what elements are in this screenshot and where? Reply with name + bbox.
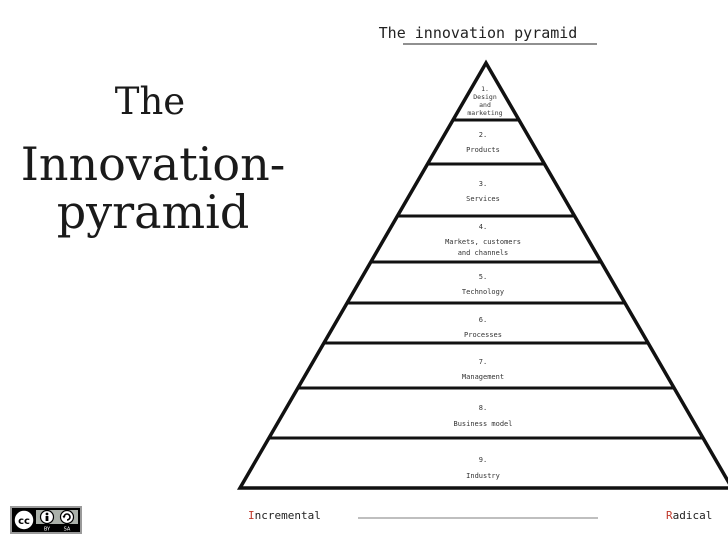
level-label-line: and channels	[458, 249, 509, 257]
level-number: 1.	[481, 85, 489, 93]
level-number: 7.	[479, 358, 487, 366]
pyramid-level-7: 7. Management	[462, 358, 504, 381]
license-by-label: BY	[44, 527, 51, 533]
sa-icon	[59, 509, 75, 525]
slide-title: Innovation- pyramid	[0, 140, 306, 236]
pyramid-level-5: 5. Technology	[462, 273, 504, 296]
level-number: 2.	[479, 131, 487, 139]
axis-incremental-initial: I	[248, 509, 255, 522]
level-label-line: marketing	[467, 109, 502, 117]
level-label-line: Products	[466, 146, 500, 154]
axis-incremental-rest: ncremental	[255, 509, 321, 522]
slide-title-line1: The	[114, 80, 186, 123]
slide-title-line2: Innovation-	[20, 137, 286, 191]
level-number: 5.	[479, 273, 487, 281]
license-sa-label: SA	[64, 527, 71, 533]
by-icon	[39, 509, 55, 525]
level-label-line: Design	[473, 93, 497, 101]
level-label-line: Markets, customers	[445, 238, 521, 246]
axis-label-radical: Radical	[666, 509, 712, 522]
pyramid-level-separators	[268, 118, 704, 440]
pyramid-level-8: 8. Business model	[453, 404, 512, 428]
level-label-line: Technology	[462, 288, 504, 296]
pyramid-level-4: 4. Markets, customers and channels	[445, 223, 521, 257]
license-badge[interactable]: cc BY SA	[10, 506, 82, 534]
pyramid-level-9: 9. Industry	[466, 456, 500, 480]
pyramid-level-3: 3. Services	[466, 180, 500, 203]
level-label-line: Processes	[464, 331, 502, 339]
axis-label-incremental: Incremental	[248, 509, 321, 522]
slide-title-line3: pyramid	[56, 185, 250, 239]
level-number: 6.	[479, 316, 487, 324]
level-number: 9.	[479, 456, 487, 464]
level-number: 8.	[479, 404, 487, 412]
axis-radical-initial: R	[666, 509, 673, 522]
level-label-line: Business model	[453, 420, 512, 428]
level-label-line: Services	[466, 195, 500, 203]
svg-text:cc: cc	[18, 516, 30, 527]
figure-heading: The innovation pyramid	[379, 24, 578, 42]
level-number: 3.	[479, 180, 487, 188]
level-label-line: Industry	[466, 472, 500, 480]
pyramid-level-6: 6. Processes	[464, 316, 502, 339]
cc-icon: cc	[13, 509, 35, 531]
axis-radical-rest: adical	[673, 509, 713, 522]
pyramid-level-2: 2. Products	[466, 131, 500, 154]
level-label-line: and	[479, 101, 491, 109]
level-label-line: Management	[462, 373, 504, 381]
level-number: 4.	[479, 223, 487, 231]
license-badge-graphic: cc BY SA	[12, 508, 80, 533]
pyramid-outline	[236, 59, 728, 490]
